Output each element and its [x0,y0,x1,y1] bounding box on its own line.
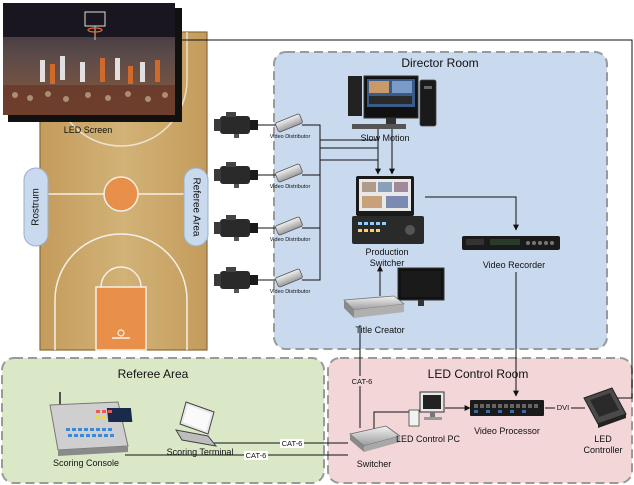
scoring-terminal-laptop [174,401,218,447]
slow-motion-label: Slow Motion [360,133,409,143]
cat6-console-label: CAT-6 [246,451,267,460]
video-distributor-label: Video Distributor [270,134,311,140]
rostrum-pill [23,167,49,247]
production-switcher-label-2: Switcher [370,258,405,268]
title-creator-label: Title Creator [355,325,404,335]
scoring-terminal-label: Scoring Terminal [167,447,234,457]
camera-icon [214,267,258,293]
video-distributor-label: Video Distributor [270,289,311,295]
led-control-pc-label: LED Control PC [396,434,461,444]
production-switcher-label-1: Production [365,247,408,257]
switcher-device [349,425,401,452]
video-distributor-2: Video Distributor [270,163,311,190]
led-control-pc-device [408,391,445,427]
video-distributor-label: Video Distributor [270,237,311,243]
referee-area-pill [183,167,209,247]
scoring-console-device [49,392,133,456]
video-processor-device [470,400,544,416]
video-distributor-3: Video Distributor [270,216,311,243]
switcher-label: Switcher [357,459,392,469]
led-controller-device [583,387,627,428]
camera-icon [214,215,258,241]
switcher-to-recorder-arrow [425,196,519,231]
led-control-room-panel [327,357,633,484]
center-circle [103,176,139,212]
led-screen-label: LED Screen [64,125,113,135]
dvi-label: DVI [557,403,570,412]
video-processor-label: Video Processor [474,426,540,436]
video-recorder-device [462,236,560,250]
paint-area [95,286,147,351]
led-controller-label-2: Controller [583,445,622,455]
led-control-room-title: LED Control Room [428,367,529,381]
led-feed-line [182,39,633,399]
video-recorder-label: Video Recorder [483,260,545,270]
video-distributor-label: Video Distributor [270,184,311,190]
led-screen-photo [3,3,182,122]
video-distributor-4: Video Distributor [270,268,311,295]
cat6-vertical-label: CAT-6 [352,377,373,386]
slow-motion-workstation [348,75,437,129]
rostrum-label: Rostrum [31,188,42,226]
referee-area-vertical-label: Referee Area [190,178,201,237]
director-room-panel [273,51,608,350]
referee-area-title: Referee Area [118,367,189,381]
production-switcher-device [352,176,424,244]
led-controller-label-1: LED [594,434,612,444]
video-distributor-1: Video Distributor [270,113,311,140]
pc-to-switcher-line [373,411,418,432]
cat6-terminal-label: CAT-6 [282,439,303,448]
camera-icon [214,162,258,188]
camera-icon [214,112,258,138]
scoring-console-label: Scoring Console [53,458,119,468]
title-creator-device [343,267,445,318]
director-room-title: Director Room [401,56,478,70]
